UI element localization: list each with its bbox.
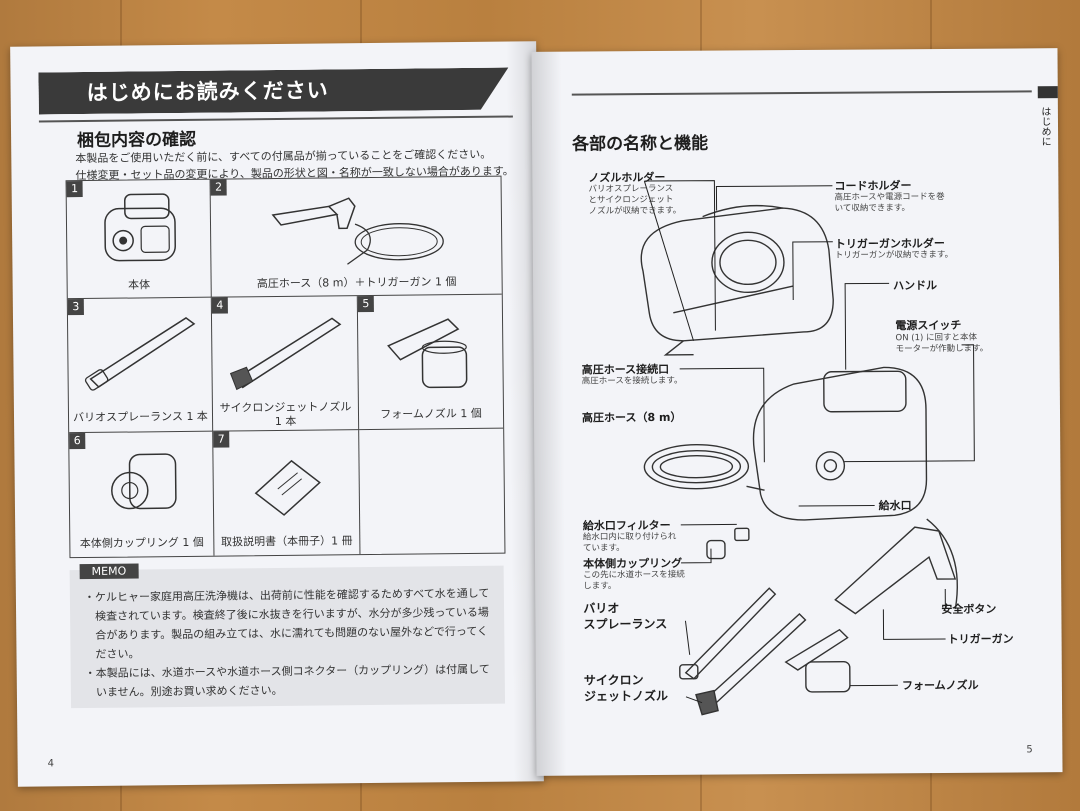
memo-box: MEMO ・ケルヒャー家庭用高圧洗浄機は、出荷前に性能を確認するためすべて水を通… — [69, 563, 506, 709]
item-label: 本体側カップリング 1 個 — [79, 535, 204, 551]
label-power-switch: 電源スイッチ — [895, 318, 962, 333]
desc-cord-holder: 高圧ホースや電源コードを巻 いて収納できます。 — [834, 191, 945, 214]
item-cell-5: 5 フォームノズル 1 個 — [357, 294, 504, 431]
callout-lines — [643, 180, 975, 704]
washer-main-drawing — [643, 366, 928, 521]
item-label: サイクロンジェットノズル — [219, 400, 352, 415]
accessories-drawing — [679, 518, 958, 716]
desc-hose-connector: 高圧ホースを接続します。 — [581, 375, 683, 387]
vario-lance-icon — [84, 317, 196, 391]
memo-text: ・ケルヒャー家庭用高圧洗浄機は、出荷前に性能を確認するためすべて水を通して 検査… — [84, 584, 497, 702]
page-number-right: 5 — [1026, 744, 1033, 756]
desc-trigger-gun-holder: トリガーガンが収納できます。 — [834, 249, 954, 261]
item-cell-empty — [359, 429, 504, 555]
page-title: はじめにお読みください — [86, 78, 329, 105]
item-cell-7: 7 取扱説明書（本冊子）1 冊 — [213, 430, 361, 556]
label-cyclone-nozzle-1: サイクロン — [583, 673, 644, 688]
label-vario-lance-1: バリオ — [583, 601, 620, 616]
item-number: 6 — [69, 433, 86, 450]
page-title-band: はじめにお読みください — [38, 68, 508, 115]
hose-trigger-gun-icon — [271, 197, 444, 265]
parts-diagram — [640, 180, 975, 716]
item-number: 5 — [357, 295, 374, 313]
item-label: バリオスプレーランス 1 本 — [73, 409, 208, 425]
item-number: 2 — [210, 179, 227, 196]
cyclone-jet-nozzle-icon — [229, 317, 342, 391]
item-cell-6: 6 本体側カップリング 1 個 — [69, 431, 215, 558]
label-high-pressure-hose: 高圧ホース（8 m） — [581, 410, 682, 425]
item-cell-1: 1 本体 — [66, 179, 212, 300]
manual-booklet-icon — [254, 459, 321, 516]
item-number: 7 — [213, 431, 230, 448]
label-nozzle-holder: ノズルホルダー — [588, 170, 666, 185]
left-page: はじめにお読みください 梱包内容の確認 本製品をご使用いただく前に、すべての付属… — [10, 41, 544, 787]
item-cell-2: 2 高圧ホース（8 m）＋トリガーガン 1 個 — [210, 176, 502, 298]
foam-nozzle-icon — [387, 318, 468, 389]
label-handle: ハンドル — [893, 279, 938, 293]
section-title-contents: 梱包内容の確認 — [77, 129, 197, 152]
label-vario-lance-2: スプレーランス — [583, 616, 668, 632]
title-rule — [38, 115, 513, 123]
desc-nozzle-holder: バリオスプレーランス とサイクロンジェット ノズルが収納できます。 — [588, 183, 682, 217]
item-label: 高圧ホース（8 m）＋トリガーガン 1 個 — [256, 275, 457, 291]
label-foam-nozzle: フォームノズル — [901, 678, 979, 693]
stored-washer-drawing — [640, 204, 834, 356]
right-page: はじめに 各部の名称と機能 — [531, 48, 1063, 776]
label-safety-button: 安全ボタン — [941, 602, 997, 616]
item-label: 本体 — [128, 278, 151, 292]
coupling-icon — [111, 453, 177, 510]
memo-tag: MEMO — [79, 563, 139, 580]
washer-body-icon — [104, 193, 176, 262]
memo-line: いません。別途お買い求めください。 — [84, 683, 283, 700]
item-label: 取扱説明書（本冊子）1 冊 — [221, 534, 353, 549]
label-cord-holder: コードホルダー — [834, 179, 912, 193]
item-label: フォームノズル 1 個 — [380, 406, 482, 421]
desc-power-switch: ON (1) に回すと本体 モーターが作動します。 — [895, 332, 989, 355]
item-label-2: 1 本 — [274, 414, 297, 429]
label-trigger-gun: トリガーガン — [947, 632, 1014, 646]
desc-inlet-filter: 給水口内に取り付けられ ています。 — [582, 531, 677, 554]
item-cell-3: 3 バリオスプレーランス 1 本 — [67, 297, 214, 434]
contents-grid: 1 本体 2 高圧ホース（8 m）＋トリガーガン 1 個 3 — [65, 175, 506, 559]
desc-body-coupling: この先に水道ホースを接続 します。 — [583, 569, 685, 592]
label-water-inlet: 給水口 — [878, 499, 912, 513]
item-number: 1 — [66, 181, 83, 198]
item-cell-4: 4 サイクロンジェットノズル 1 本 — [211, 296, 360, 432]
page-number-left: 4 — [47, 758, 55, 770]
label-cyclone-nozzle-2: ジェットノズル — [583, 688, 669, 704]
